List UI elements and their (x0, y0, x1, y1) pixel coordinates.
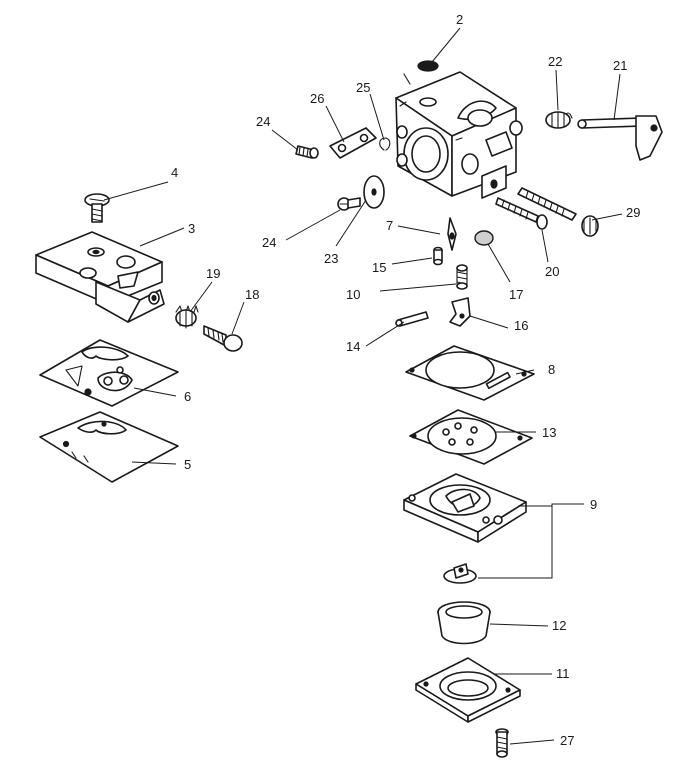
callout-25: 25 (356, 80, 370, 95)
callout-14: 14 (346, 339, 360, 354)
callout-24b: 24 (262, 235, 276, 250)
part-19-spring (175, 305, 199, 329)
callout-13: 13 (542, 425, 556, 440)
part-29-needle (517, 187, 599, 237)
part-17-disc (474, 230, 494, 246)
part-7-needle (447, 217, 457, 251)
callout-11: 11 (556, 666, 570, 681)
callout-9: 9 (590, 497, 597, 512)
part-24-screw-upper (295, 145, 319, 159)
callout-3: 3 (188, 221, 195, 236)
callout-20: 20 (545, 264, 559, 279)
callout-27: 27 (560, 733, 574, 748)
part-21-shaft (577, 115, 663, 161)
callout-10: 10 (346, 287, 360, 302)
callout-17: 17 (509, 287, 523, 302)
part-9-pump-cover (403, 473, 527, 543)
callout-5: 5 (184, 457, 191, 472)
part-10-spring (456, 264, 468, 290)
part-5-diaphragm (39, 411, 179, 483)
part-4-screw (84, 193, 110, 223)
part-9-inlet-valve (443, 563, 477, 584)
part-6-gasket (39, 339, 179, 407)
part-11-retainer (415, 657, 521, 723)
part-20-needle (495, 197, 548, 230)
callout-2: 2 (456, 12, 463, 27)
callout-18: 18 (245, 287, 259, 302)
callout-19: 19 (206, 266, 220, 281)
callout-29: 29 (626, 205, 640, 220)
part-23-throttle-plate (363, 175, 385, 209)
part-12-primer-bulb (437, 601, 491, 645)
carburetor-body (395, 71, 523, 199)
leader-lines (103, 27, 623, 745)
part-22-spring (545, 111, 573, 129)
callout-12: 12 (552, 618, 566, 633)
part-3-cover (35, 231, 165, 323)
callout-7: 7 (386, 218, 393, 233)
part-27-screw (495, 728, 509, 758)
callout-24a: 24 (256, 114, 270, 129)
part-25-clip (379, 137, 391, 151)
part-2-screen (417, 60, 439, 72)
part-8-gasket (405, 345, 535, 401)
callout-4: 4 (171, 165, 178, 180)
callout-23: 23 (324, 251, 338, 266)
part-15-pin (433, 246, 443, 266)
callout-15: 15 (372, 260, 386, 275)
part-18-screw (203, 325, 243, 352)
callout-6: 6 (184, 389, 191, 404)
part-26-plate (329, 127, 377, 159)
callout-16: 16 (514, 318, 528, 333)
callout-21: 21 (613, 58, 627, 73)
callout-8: 8 (548, 362, 555, 377)
part-24-screw-lower (337, 197, 361, 211)
part-13-diaphragm (409, 409, 533, 465)
callout-labels: 2 3 4 5 6 7 8 9 10 11 12 13 14 15 16 17 … (171, 12, 640, 748)
callout-26: 26 (310, 91, 324, 106)
callout-22: 22 (548, 54, 562, 69)
part-16-lever (449, 297, 471, 327)
